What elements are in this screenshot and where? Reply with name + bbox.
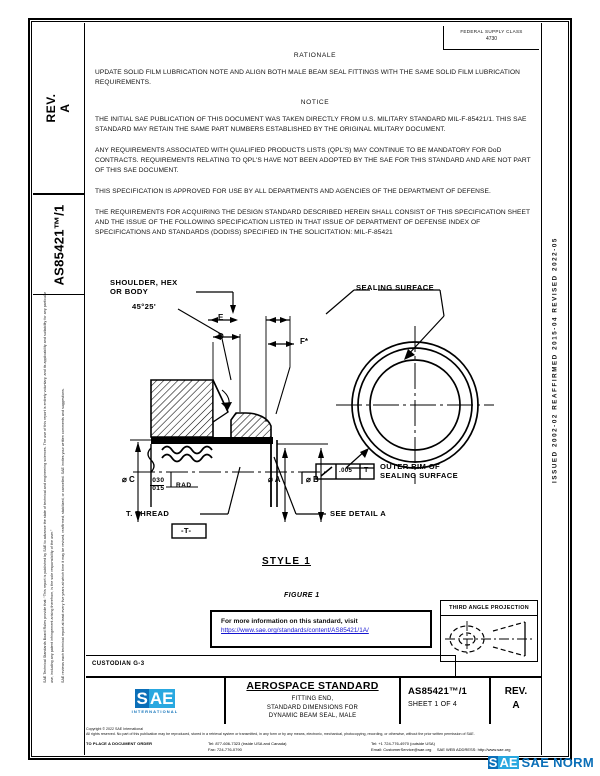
label-tolerance-datum: T	[364, 467, 369, 474]
title-block-rev-value: A	[512, 700, 520, 711]
footer-legal: Copyright © 2022 SAE International All r…	[86, 727, 538, 755]
right-margin-column: ISSUED 2002-02 REAFFIRMED 2015-04 REVISE…	[541, 23, 568, 755]
sae-logo-subtitle: INTERNATIONAL	[131, 708, 179, 714]
label-diameter-A: ⌀ A	[268, 475, 281, 484]
sae-logo: S AE INTERNATIONAL	[131, 688, 179, 714]
revision-label: REV.	[43, 93, 58, 123]
footer-email[interactable]: Email: CustomerService@sae.org	[371, 747, 432, 753]
label-diameter-C: ⌀ C	[122, 475, 135, 484]
requirements-paragraph: THE REQUIREMENTS FOR ACQUIRING THE DESIG…	[95, 209, 530, 237]
custodian-text: CUSTODIAN G-3	[92, 661, 145, 667]
figure-label: FIGURE 1	[284, 592, 320, 599]
drawing-svg	[130, 289, 494, 539]
style-label: STYLE 1	[262, 556, 311, 567]
title-block: S AE INTERNATIONAL AEROSPACE STANDARD FI…	[86, 676, 541, 724]
footer-order-label: TO PLACE A DOCUMENT ORDER	[86, 740, 153, 746]
label-radius-lower: .015	[150, 485, 165, 492]
footer-contact-row: TO PLACE A DOCUMENT ORDER Tel: 877-606-7…	[86, 741, 538, 755]
sae-logo-ae: AE	[148, 688, 176, 708]
sae-disclaimer-block: SAE Technical Standards Board Rules prov…	[33, 292, 84, 697]
qpl-paragraph: ANY REQUIREMENTS ASSOCIATED WITH QUALIFI…	[95, 147, 531, 175]
footer-copyright: Copyright © 2022 SAE International	[86, 727, 143, 731]
revision-box-text: REV. A	[43, 93, 73, 123]
document-number-box: AS85421™/1	[33, 195, 84, 295]
subtitle-line-1: FITTING END,	[291, 696, 334, 702]
label-t-thread: T. THREAD	[126, 509, 170, 518]
label-dim-D: D	[218, 332, 224, 341]
watermark-text: SAE NORM	[521, 755, 594, 770]
rationale-heading: RATIONALE	[293, 52, 337, 59]
title-block-doc-number: AS85421™/1	[408, 686, 468, 697]
disclaimer-paragraph-2: SAE reviews each technical report at lea…	[61, 388, 66, 683]
subtitle-line-2: STANDARD DIMENSIONS FOR	[266, 704, 359, 711]
watermark-logo-mark: S AE	[487, 755, 519, 770]
standard-info-prompt: For more information on this standard, v…	[221, 618, 358, 625]
footer-email-row: Email: CustomerService@sae.org SAE WEB A…	[371, 747, 510, 753]
title-block-rev-label: REV.	[504, 686, 528, 697]
third-angle-projection-box: THIRD ANGLE PROJECTION	[440, 600, 538, 662]
sae-logo-mark: S AE	[134, 688, 176, 708]
label-diameter-B: ⌀ B	[306, 475, 319, 484]
standard-info-link[interactable]: https://www.sae.org/standards/content/AS…	[221, 627, 369, 634]
label-see-detail-a: SEE DETAIL A	[330, 509, 387, 518]
label-radius-upper: .030	[150, 477, 165, 487]
label-dim-F: F*	[300, 337, 308, 346]
revision-dates-text: ISSUED 2002-02 REAFFIRMED 2015-04 REVISE…	[551, 236, 559, 483]
sae-disclaimer-text: SAE Technical Standards Board Rules prov…	[42, 285, 72, 683]
document-number-cell: AS85421™/1 SHEET 1 OF 4	[401, 678, 491, 724]
watermark-logo-s: S	[487, 755, 499, 770]
disclaimer-paragraph-1: SAE Technical Standards Board Rules prov…	[43, 291, 54, 683]
footer-contact-right: Tel: +1 724-776-4970 (outside USA) Email…	[371, 741, 510, 754]
notice-heading: NOTICE	[300, 99, 330, 107]
label-sealing-surface: SEALING SURFACE	[356, 283, 435, 292]
label-chamfer-angle: 45°25'	[132, 302, 157, 311]
fsc-value: 4730	[485, 36, 498, 42]
watermark-logo-ae: AE	[498, 755, 519, 770]
custodian-bar: CUSTODIAN G-3	[86, 655, 456, 676]
rationale-paragraph: UPDATE SOLID FILM LUBRICATION NOTE AND A…	[95, 69, 521, 87]
standard-info-box: For more information on this standard, v…	[210, 610, 432, 648]
revision-box: REV. A	[33, 23, 84, 195]
footer-tel-inside: Tel: 877-606-7323 (inside USA and Canada…	[208, 740, 287, 746]
fsc-label: FEDERAL SUPPLY CLASS	[460, 29, 523, 34]
page-border-outer	[28, 18, 572, 760]
footer-contact-left: Tel: 877-606-7323 (inside USA and Canada…	[208, 741, 287, 754]
document-body: RATIONALE UPDATE SOLID FILM LUBRICATION …	[95, 52, 535, 249]
revision-value: A	[57, 103, 72, 113]
label-radius-word: RAD	[176, 482, 192, 489]
sae-norm-watermark: S AE SAE NORM	[487, 755, 594, 770]
label-dim-E: E	[218, 313, 224, 322]
footer-rights: All rights reserved. No part of this pub…	[86, 732, 475, 737]
standard-type-title: AEROSPACE STANDARD	[246, 680, 379, 692]
third-angle-projection-title: THIRD ANGLE PROJECTION	[441, 601, 537, 616]
left-margin-column: REV. A AS85421™/1 SAE Technical Standard…	[33, 23, 85, 755]
standard-subtitle: FITTING END, STANDARD DIMENSIONS FOR DYN…	[226, 692, 399, 721]
federal-supply-class-box: FEDERAL SUPPLY CLASS 4730	[443, 26, 539, 50]
page-border-inner	[31, 21, 569, 757]
notice-paragraph: THE INITIAL SAE PUBLICATION OF THIS DOCU…	[95, 116, 527, 134]
title-block-sheet: SHEET 1 OF 4	[408, 701, 457, 708]
projection-symbol-svg	[445, 621, 533, 657]
title-cell: AEROSPACE STANDARD FITTING END, STANDARD…	[226, 678, 401, 724]
label-tolerance-value: .005	[339, 468, 353, 474]
footer-tel-outside: Tel: +1 724-776-4970 (outside USA)	[371, 740, 435, 746]
revision-cell: REV. A	[491, 678, 541, 724]
label-datum-t: -T-	[181, 526, 192, 535]
footer-fax: Fax: 724-776-0790	[208, 747, 242, 753]
subtitle-line-3: DYNAMIC BEAM SEAL, MALE	[268, 713, 357, 720]
third-angle-projection-symbol	[441, 616, 537, 663]
document-number-text: AS85421™/1	[51, 203, 66, 286]
footer-web-label: SAE WEB ADDRESS:	[436, 747, 477, 753]
sae-logo-s: S	[134, 688, 149, 708]
approval-paragraph: THIS SPECIFICATION IS APPROVED FOR USE B…	[95, 188, 491, 196]
footer-web-url[interactable]: http://www.sae.org	[477, 747, 511, 753]
sae-logo-cell: S AE INTERNATIONAL	[86, 678, 226, 724]
